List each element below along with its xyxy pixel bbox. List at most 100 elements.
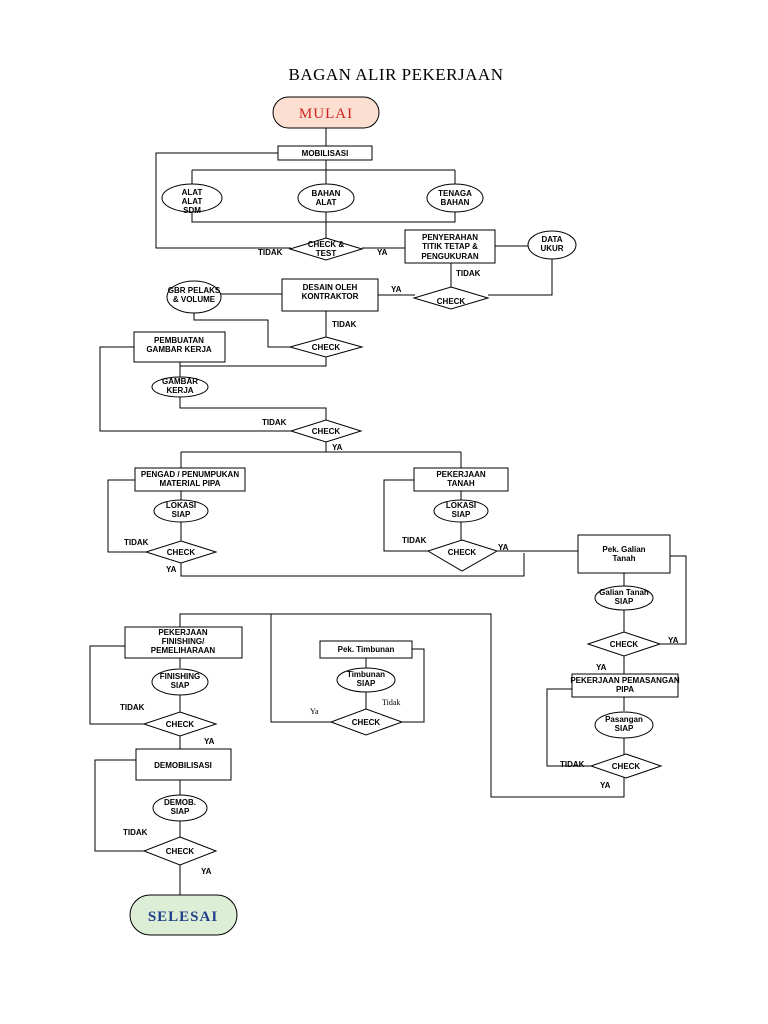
mobilisasi-label: MOBILISASI xyxy=(302,149,349,158)
check-9-label: CHECK xyxy=(352,718,381,727)
pasangan-siap-line2: SIAP xyxy=(615,724,634,733)
alat-sdm-line2: ALAT xyxy=(182,197,203,206)
edge-label-tidak-3: TIDAK xyxy=(332,320,357,329)
pemasangan-line2: PIPA xyxy=(616,685,634,694)
check-test-line1: CHECK & xyxy=(308,240,345,249)
process-demobilisasi: DEMOBILISASI xyxy=(135,748,232,781)
process-pekerjaan-tanah: PEKERJAAN TANAH xyxy=(413,467,509,492)
tenaga-bahan-line2: BAHAN xyxy=(441,198,470,207)
demobilisasi-label: DEMOBILISASI xyxy=(154,761,212,770)
timbunan-label: Pek. Timbunan xyxy=(338,645,395,654)
start-terminal: MULAI xyxy=(272,96,380,129)
penyerahan-line2: TITIK TETAP & xyxy=(422,242,478,251)
end-terminal: SELESAI xyxy=(129,894,238,936)
pengadaan-line2: MATERIAL PIPA xyxy=(160,479,221,488)
demob-siap-line2: SIAP xyxy=(171,807,190,816)
pengadaan-line1: PENGAD / PENUMPUKAN xyxy=(141,470,239,479)
process-finishing: PEKERJAAN FINISHING/ PEMELIHARAAN xyxy=(124,626,243,659)
lokasi-1-line2: SIAP xyxy=(172,510,191,519)
galian-siap-line1: Galian Tanah xyxy=(599,588,649,597)
edge-label-tidak-5: TIDAK xyxy=(124,538,149,547)
pembuatan-line1: PEMBUATAN xyxy=(154,336,204,345)
lokasi-2-line1: LOKASI xyxy=(446,501,476,510)
decision-check-7: CHECK xyxy=(586,631,662,657)
galian-line1: Pek. Galian xyxy=(602,545,645,554)
bahan-alat-line2: ALAT xyxy=(316,198,337,207)
pekerjaan-tanah-line1: PEKERJAAN xyxy=(436,470,486,479)
process-pembuatan-gambar: PEMBUATAN GAMBAR KERJA xyxy=(133,331,226,363)
gambar-kerja-line1: GAMBAR xyxy=(162,377,198,386)
edge-label-tidak-11: TIDAK xyxy=(123,828,148,837)
lokasi-2-line2: SIAP xyxy=(452,510,471,519)
process-pengadaan: PENGAD / PENUMPUKAN MATERIAL PIPA xyxy=(134,467,246,492)
data-lokasi-siap-1: LOKASI SIAP xyxy=(153,499,209,523)
data-gbr-pelaks: GBR PELAKS & VOLUME xyxy=(166,280,222,314)
edge-label-ya-1: YA xyxy=(377,248,388,257)
edge-label-ya-8: YA xyxy=(600,781,611,790)
alat-sdm-line3: SDM xyxy=(183,206,201,215)
check-10-label: CHECK xyxy=(166,720,195,729)
alat-sdm-line1: ALAT xyxy=(182,188,203,197)
end-label: SELESAI xyxy=(148,909,218,925)
check-4-label: CHECK xyxy=(312,427,341,436)
data-bahan-alat: BAHAN ALAT xyxy=(297,183,355,213)
decision-check-6: CHECK xyxy=(426,539,499,572)
decision-check-9: CHECK xyxy=(329,708,404,736)
check-6-label: CHECK xyxy=(448,548,477,557)
check-2-label: CHECK xyxy=(437,297,466,306)
timbunan-siap-line2: SIAP xyxy=(357,679,376,688)
decision-check-3: CHECK xyxy=(288,336,364,358)
edge-label-tidak-2: TIDAK xyxy=(456,269,481,278)
demob-siap-line1: DEMOB. xyxy=(164,798,196,807)
lokasi-1-line1: LOKASI xyxy=(166,501,196,510)
page-title: BAGAN ALIR PEKERJAAN xyxy=(289,65,504,84)
start-label: MULAI xyxy=(299,106,353,122)
data-demob-siap: DEMOB. SIAP xyxy=(152,794,208,822)
edge-label-ya-2: YA xyxy=(391,285,402,294)
finishing-line2: FINISHING/ xyxy=(162,637,205,646)
edge-label-ya-6: YA xyxy=(498,543,509,552)
pekerjaan-tanah-line2: TANAH xyxy=(447,479,475,488)
process-desain: DESAIN OLEH KONTRAKTOR xyxy=(281,278,379,312)
data-alat-sdm: ALAT ALAT SDM xyxy=(161,183,223,215)
data-ukur-line1: DATA xyxy=(541,235,562,244)
process-pemasangan: PEKERJAAN PEMASANGAN PIPA xyxy=(570,673,680,698)
edge-label-ya-7b: YA xyxy=(596,663,607,672)
gbr-pelaks-line1: GBR PELAKS xyxy=(168,286,221,295)
pasangan-siap-line1: Pasangan xyxy=(605,715,643,724)
edge-label-ya-10: YA xyxy=(204,737,215,746)
bahan-alat-line1: BAHAN xyxy=(312,189,341,198)
decision-check-2: CHECK xyxy=(412,286,490,310)
pemasangan-line1: PEKERJAAN PEMASANGAN xyxy=(570,676,680,685)
pembuatan-line2: GAMBAR KERJA xyxy=(146,345,212,354)
check-8-label: CHECK xyxy=(612,762,641,771)
decision-check-5: CHECK xyxy=(144,540,218,564)
finishing-line1: PEKERJAAN xyxy=(158,628,208,637)
process-penyerahan: PENYERAHAN TITIK TETAP & PENGUKURAN xyxy=(404,229,496,264)
edge-label-tidak-9: Tidak xyxy=(382,698,400,707)
finishing-siap-line2: SIAP xyxy=(171,681,190,690)
galian-siap-line2: SIAP xyxy=(615,597,634,606)
check-test-line2: TEST xyxy=(316,249,337,258)
process-timbunan: Pek. Timbunan xyxy=(319,640,413,659)
tenaga-bahan-line1: TENAGA xyxy=(438,189,472,198)
gbr-pelaks-line2: & VOLUME xyxy=(173,295,216,304)
galian-line2: Tanah xyxy=(613,554,636,563)
edge-label-ya-9: Ya xyxy=(310,707,319,716)
data-galian-siap: Galian Tanah SIAP xyxy=(594,585,654,611)
check-11-label: CHECK xyxy=(166,847,195,856)
data-pasangan-siap: Pasangan SIAP xyxy=(594,711,654,739)
data-tenaga-bahan: TENAGA BAHAN xyxy=(426,183,484,213)
edge-label-tidak-8: TIDAK xyxy=(560,760,585,769)
penyerahan-line3: PENGUKURAN xyxy=(421,252,479,261)
decision-check-4: CHECK xyxy=(289,419,363,443)
finishing-line3: PEMELIHARAAN xyxy=(151,646,216,655)
data-data-ukur: DATA UKUR xyxy=(527,230,577,260)
data-finishing-siap: FINISHING SIAP xyxy=(151,668,209,696)
data-gambar-kerja: GAMBAR KERJA xyxy=(151,376,209,398)
edge-label-tidak-4: TIDAK xyxy=(262,418,287,427)
data-lokasi-siap-2: LOKASI SIAP xyxy=(433,499,489,523)
edge-label-ya-5: YA xyxy=(166,565,177,574)
check-3-label: CHECK xyxy=(312,343,341,352)
edge-label-tidak-10: TIDAK xyxy=(120,703,145,712)
